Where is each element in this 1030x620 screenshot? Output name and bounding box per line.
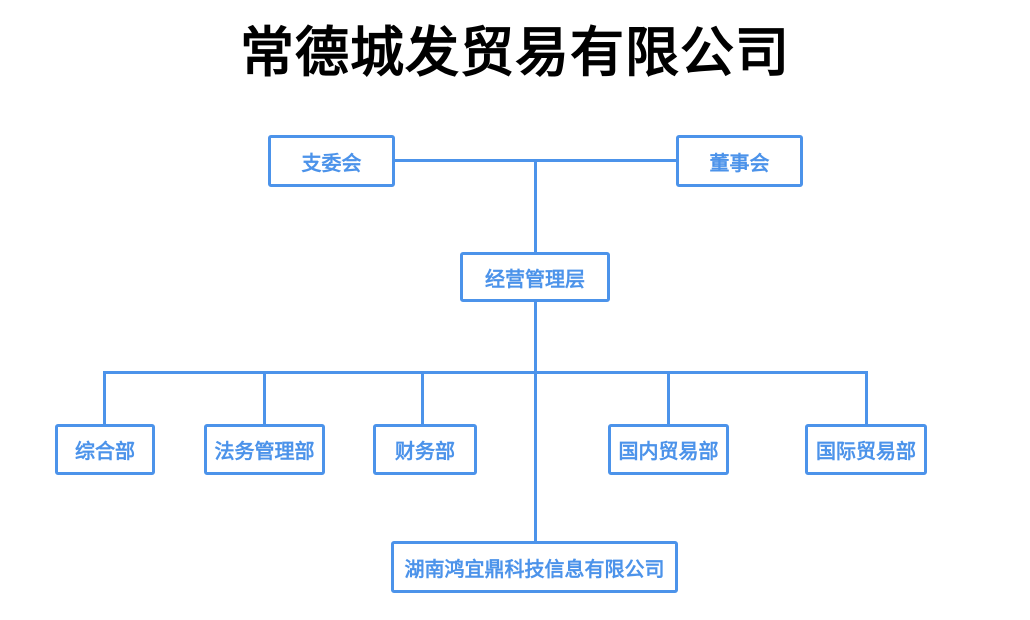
node-subsidiary-company: 湖南鸿宜鼎科技信息有限公司: [391, 541, 678, 593]
connector-departments-horizontal: [103, 371, 868, 374]
node-general-dept: 综合部: [55, 424, 155, 475]
node-domestic-trade-dept: 国内贸易部: [608, 424, 729, 475]
connector-drop-domestic-dept: [667, 371, 670, 426]
node-international-trade-dept: 国际贸易部: [805, 424, 927, 475]
node-management-layer: 经营管理层: [460, 252, 610, 302]
chart-title: 常德城发贸易有限公司: [240, 23, 790, 83]
connector-drop-legal-dept: [263, 371, 266, 426]
node-finance-dept: 财务部: [373, 424, 477, 475]
node-legal-management-dept: 法务管理部: [204, 424, 325, 475]
node-board-of-directors: 董事会: [676, 135, 803, 187]
node-branch-committee: 支委会: [268, 135, 395, 187]
connector-drop-general-dept: [103, 371, 106, 426]
connector-drop-international-dept: [865, 371, 868, 426]
connector-center-vertical-lower: [534, 300, 537, 543]
connector-center-vertical-upper: [534, 159, 537, 254]
connector-drop-finance-dept: [421, 371, 424, 426]
